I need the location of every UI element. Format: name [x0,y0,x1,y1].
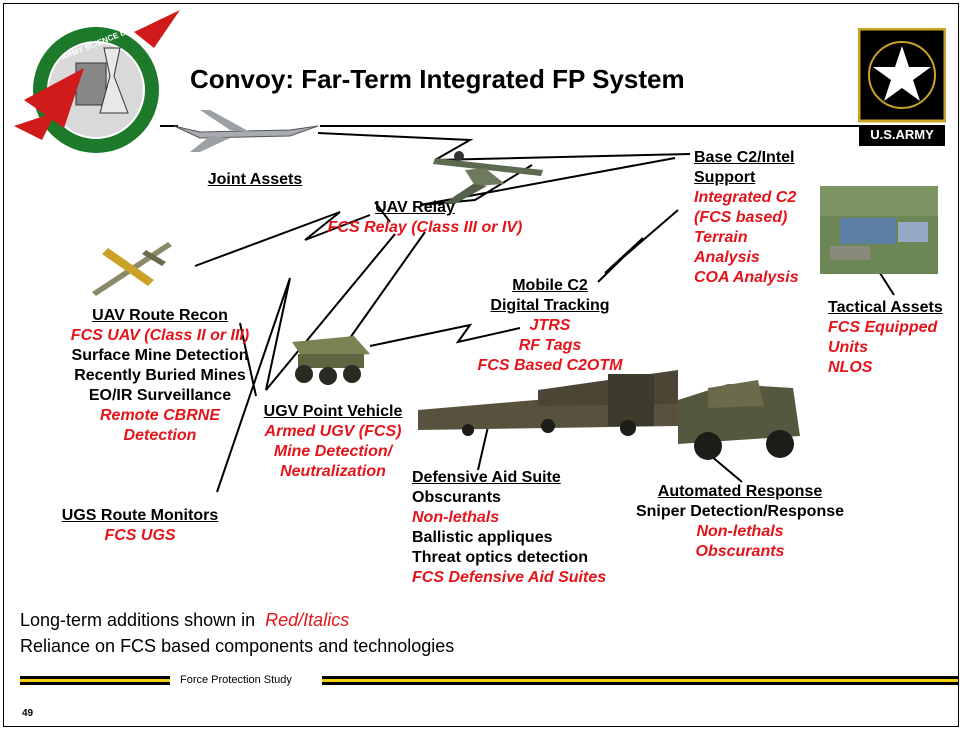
page-title: Convoy: Far-Term Integrated FP System [190,64,685,94]
uav-route-recon-item: Surface Mine Detection [71,347,249,364]
base-facility-photo [820,186,938,274]
ugv-to-mobile-link [369,323,521,347]
uav-route-recon-heading: UAV Route Recon [92,307,228,324]
defensive-aid-block: Defensive Aid Suite Obscurants Non-letha… [412,468,652,588]
recon-to-relay-link [194,211,371,267]
footer-band-right [322,676,958,685]
base-c2-block: Base C2/Intel Support Integrated C2 (FCS… [694,148,814,288]
relay-pointer [374,201,391,223]
tactical-assets-heading: Tactical Assets [828,299,943,316]
defensive-aid-item: Threat optics detection [412,549,589,566]
base-c2-heading-2: Support [694,169,756,186]
army-logo-text: U.S.ARMY [870,127,934,142]
automated-response-item: Non-lethals [696,523,784,540]
uav-relay-item: FCS Relay (Class III or IV) [327,219,523,236]
base-c2-item: Terrain [694,229,748,246]
mobile-c2-heading-2: Digital Tracking [490,297,610,314]
defensive-aid-item: FCS Defensive Aid Suites [412,569,607,586]
base-c2-item: (FCS based) [694,209,788,226]
ugs-route-block: UGS Route Monitors FCS UGS [40,506,240,546]
ugs-route-item: FCS UGS [104,527,176,544]
ugv-to-relay-link [344,231,426,346]
mobile-c2-item: RF Tags [518,337,582,354]
tactical-assets-item: NLOS [828,359,873,376]
legend-note: Long-term additions shown in Red/Italics [20,610,349,630]
base-c2-item: COA Analysis [694,269,799,286]
uav-relay-aircraft-image [425,140,545,212]
automated-response-heading: Automated Response [657,483,823,500]
uav-route-recon-item: EO/IR Surveillance [88,387,232,404]
automated-response-item: Sniper Detection/Response [635,503,845,520]
army-science-board-logo: ARMY SCIENCE BOARD [4,8,182,158]
ugv-point-item: Armed UGV (FCS) [264,423,402,440]
uav-route-recon-item: FCS UAV (Class II or III) [70,327,250,344]
automated-response-block: Automated Response Sniper Detection/Resp… [610,482,870,562]
base-c2-heading-1: Base C2/Intel [694,149,795,166]
uav-relay-heading: UAV Relay [375,199,455,216]
mobile-c2-item: JTRS [529,317,571,334]
legend-note-highlight: Red/Italics [265,610,350,630]
ugv-vehicle-image [284,330,374,386]
defensive-aid-heading: Defensive Aid Suite [412,469,561,486]
defensive-aid-item: Ballistic appliques [412,529,553,546]
base-c2-item: Analysis [694,249,760,266]
base-c2-item: Integrated C2 [694,189,797,206]
legend-note-prefix: Long-term additions shown in [20,610,256,630]
defensive-aid-item: Non-lethals [412,509,500,526]
ugv-point-item: Mine Detection/ [273,443,393,460]
uav-route-recon-aircraft-image [88,236,174,298]
ugv-point-block: UGV Point Vehicle Armed UGV (FCS) Mine D… [248,402,418,482]
us-army-logo: U.S.ARMY [858,28,946,148]
ugs-route-heading: UGS Route Monitors [61,507,219,524]
footer-band-left [20,676,170,685]
page-number: 49 [22,708,34,719]
mobile-to-base-link [597,209,679,283]
joint-assets-heading: Joint Assets [207,171,303,188]
ugv-point-heading: UGV Point Vehicle [263,403,403,420]
uav-route-recon-item: Detection [123,427,197,444]
tactical-assets-block: Tactical Assets FCS Equipped Units NLOS [828,298,954,378]
recon-pointer [239,322,257,397]
tactical-assets-item: Units [828,339,868,356]
ugv-point-item: Neutralization [280,463,386,480]
tactical-assets-item: FCS Equipped [828,319,938,336]
uav-route-recon-item: Remote CBRNE [99,407,220,424]
mobile-c2-heading-1: Mobile C2 [512,277,588,294]
mobile-c2-block: Mobile C2 Digital Tracking JTRS RF Tags … [450,276,650,376]
joint-assets-drone-image [170,108,322,158]
uav-route-recon-item: Recently Buried Mines [74,367,246,384]
joint-to-base-link [317,132,691,161]
mobile-c2-item: FCS Based C2OTM [477,357,623,374]
slide-frame [3,3,959,727]
convoy-vehicles-image [408,360,808,466]
reliance-note: Reliance on FCS based components and tec… [20,636,455,656]
defensive-aid-item: Obscurants [412,489,501,506]
uav-route-recon-block: UAV Route Recon FCS UAV (Class II or III… [30,306,290,446]
automated-response-item: Obscurants [695,543,785,560]
study-label: Force Protection Study [180,674,292,686]
